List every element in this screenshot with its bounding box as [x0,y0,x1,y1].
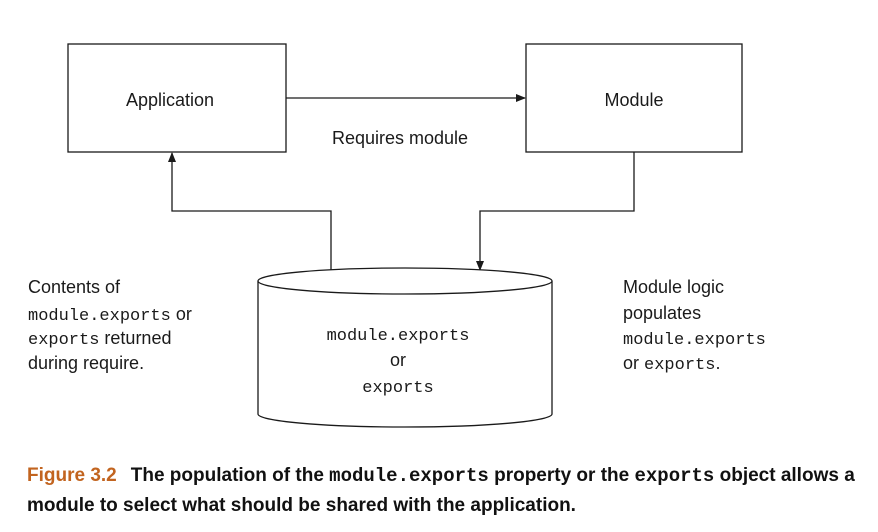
right-note-code-exports: exports [644,356,715,375]
caption-text-2: property or the [488,465,635,486]
left-note-line-3: exports returned [28,328,171,350]
left-note-code-exports: exports [28,331,99,350]
requires-module-label: Requires module [332,128,468,148]
left-note: Contents of module.exports or exports re… [28,277,192,373]
caption-code-module-exports: module.exports [329,465,489,487]
caption-code-exports: exports [634,465,715,487]
module-label: Module [604,90,663,110]
left-note-returned: returned [99,328,171,348]
left-note-line-2: module.exports or [28,304,192,326]
left-note-line-4: during require. [28,353,144,373]
cylinder-line-module-exports: module.exports [327,327,470,346]
application-label: Application [126,90,214,110]
right-note-line-2: populates [623,303,701,323]
exports-cylinder: module.exports or exports [257,267,553,428]
left-note-code-module-exports: module.exports [28,307,171,326]
figure-label: Figure 3.2 [27,465,117,486]
application-box: Application [67,43,287,153]
module-to-exports-arrow [476,152,635,271]
module-box: Module [525,43,743,153]
left-note-or: or [171,304,192,324]
figure-caption: Figure 3.2 The population of the module.e… [27,461,867,521]
cylinder-line-exports: exports [362,379,433,398]
right-note-period: . [715,353,720,373]
cylinder-line-or: or [390,350,406,370]
right-note: Module logic populates module.exports or… [623,277,766,375]
exports-to-application-arrow [168,152,332,270]
right-note-or: or [623,353,644,373]
right-note-line-1: Module logic [623,277,724,297]
caption-text-3: object allows a module to select what sh… [27,465,855,516]
right-note-line-4: or exports. [623,353,720,375]
caption-text-1: The population of the [130,465,330,486]
right-note-line-3: module.exports [623,331,766,350]
left-note-line-1: Contents of [28,277,121,297]
